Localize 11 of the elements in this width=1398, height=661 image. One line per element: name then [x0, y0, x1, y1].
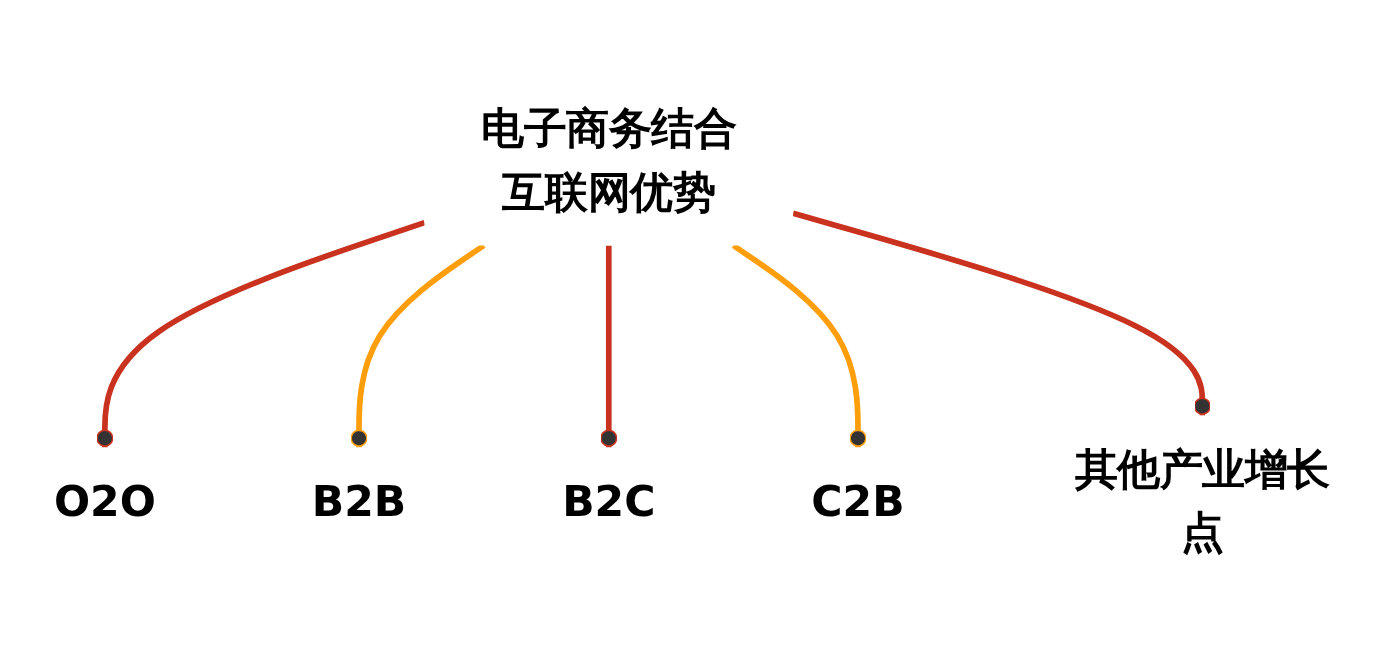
- connector: [350, 243, 486, 448]
- node-text: B2B: [311, 475, 407, 526]
- connector: [792, 210, 1211, 416]
- connector: [731, 243, 867, 448]
- node-text: 电子商务结合互联网优势: [481, 103, 737, 218]
- connector: [600, 245, 618, 448]
- connector: [96, 219, 426, 448]
- node-text: O2O: [53, 475, 156, 526]
- node-text: 其他产业增长点: [1074, 443, 1330, 558]
- node-text: C2B: [811, 475, 905, 526]
- node-text: B2C: [562, 475, 656, 526]
